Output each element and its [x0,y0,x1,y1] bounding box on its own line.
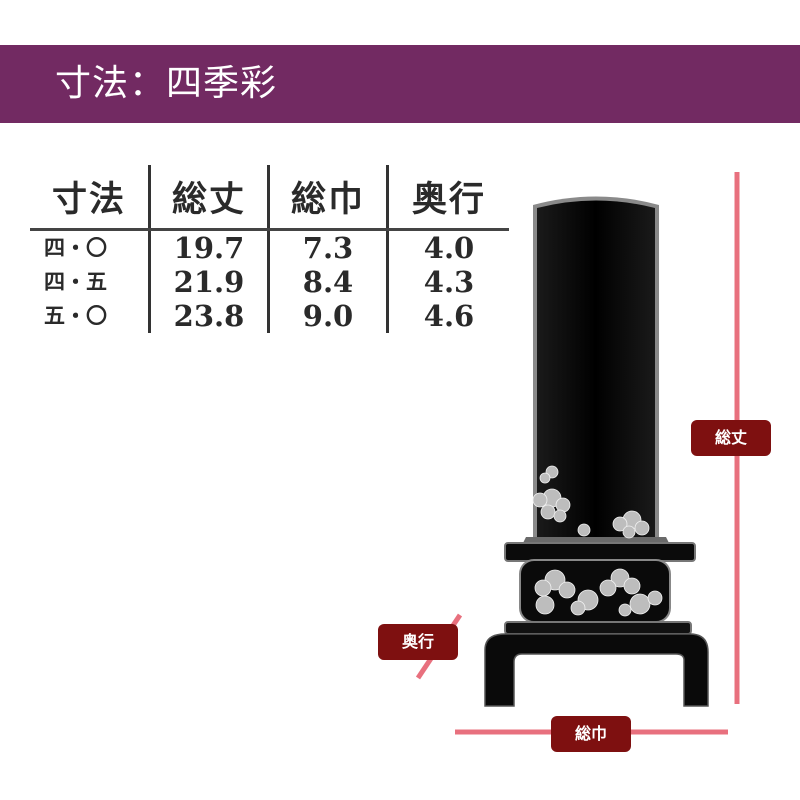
model-cell: 四・〇 [44,235,107,260]
model-cell: 五・〇 [44,303,107,328]
column-header-width: 総巾 [267,165,388,231]
model-cell: 四・五 [44,269,107,294]
column-header-size: 寸法 [30,165,150,231]
table-row: 五・〇 23.8 9.0 4.6 [30,299,509,333]
size-table: 寸法 総丈 総巾 奥行 四・〇 19.7 7.3 4.0 四・五 21.9 8.… [30,165,509,333]
width-label: 総巾 [551,716,631,752]
depth-cell: 4.0 [386,229,509,265]
depth-cell: 4.3 [386,265,509,299]
height-cell: 19.7 [148,229,269,265]
column-header-depth: 奥行 [386,165,509,231]
depth-label: 奥行 [378,624,458,660]
table-header-row: 寸法 総丈 総巾 奥行 [30,165,509,231]
page-title: 寸法：四季彩 [55,63,278,104]
table-row: 四・〇 19.7 7.3 4.0 [30,229,509,265]
title-bar: 寸法：四季彩 [0,45,800,123]
column-header-height: 総丈 [148,165,269,231]
width-cell: 7.3 [267,229,388,265]
width-cell: 8.4 [267,265,388,299]
height-cell: 21.9 [148,265,269,299]
table-row: 四・五 21.9 8.4 4.3 [30,265,509,299]
width-cell: 9.0 [267,299,388,333]
height-cell: 23.8 [148,299,269,333]
height-label: 総丈 [691,420,771,456]
memorial-tablet-image [484,196,709,707]
depth-cell: 4.6 [386,299,509,333]
